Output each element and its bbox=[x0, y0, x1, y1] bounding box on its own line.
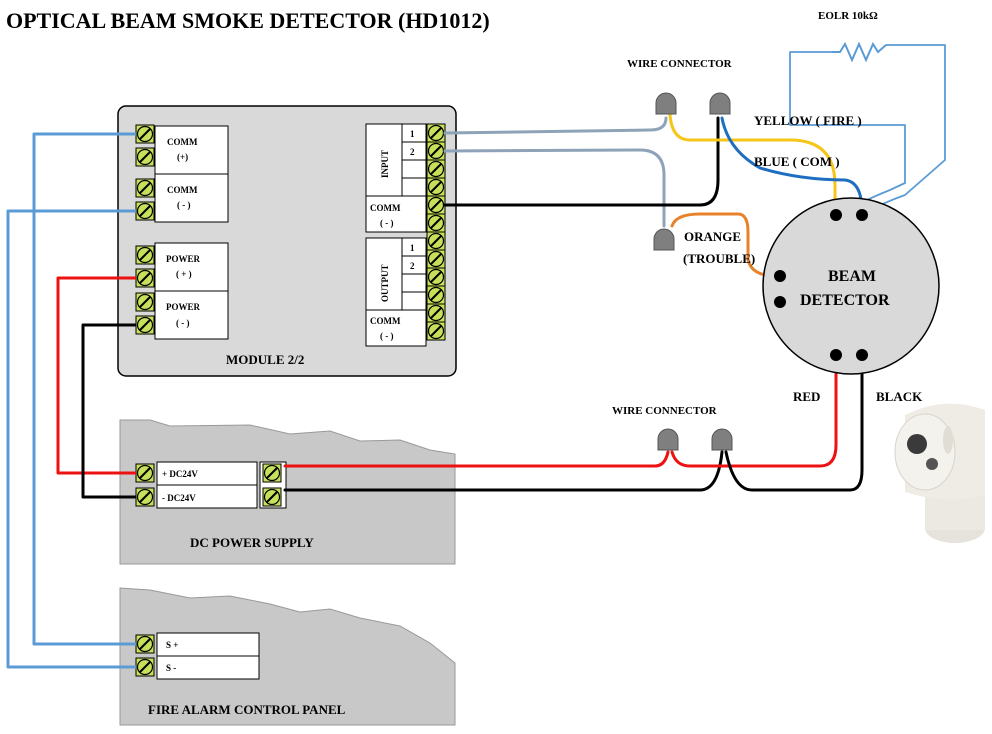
blue-wire bbox=[720, 116, 864, 214]
module-comm-minus-label: COMM bbox=[167, 185, 198, 195]
detector-red-wire bbox=[670, 353, 838, 468]
yellow-wire bbox=[668, 113, 837, 214]
module-title: MODULE 2/2 bbox=[226, 352, 304, 367]
input2-wire bbox=[443, 148, 666, 228]
psu-plus-label: + DC24V bbox=[162, 469, 198, 479]
module-output-comm-sign: ( - ) bbox=[380, 331, 394, 341]
orange-wire bbox=[670, 212, 778, 278]
control-panel-box bbox=[119, 587, 456, 726]
detector-black-wire bbox=[724, 353, 864, 492]
module-power-plus-sign: ( + ) bbox=[176, 269, 192, 279]
module-input-label: INPUT bbox=[380, 150, 390, 178]
wire-connector-top-right bbox=[709, 92, 731, 115]
psu-red-wire bbox=[283, 450, 670, 468]
wire-connector-top-left bbox=[655, 92, 677, 115]
module-comm-plus-label: COMM bbox=[167, 137, 198, 147]
black-wire-label: BLACK bbox=[876, 389, 923, 404]
panel-s-minus-label: S - bbox=[166, 663, 176, 673]
orange-wire-label: ORANGE bbox=[684, 229, 741, 244]
input1-wire bbox=[443, 116, 668, 135]
panel-s-plus-label: S + bbox=[166, 640, 178, 650]
diagram-title: OPTICAL BEAM SMOKE DETECTOR (HD1012) bbox=[6, 8, 490, 33]
comm-minus-wire bbox=[6, 209, 136, 669]
module-input-comm-label: COMM bbox=[370, 203, 401, 213]
orange-wire-sublabel: (TROUBLE) bbox=[683, 251, 755, 266]
module-input-pin-1: 1 bbox=[410, 129, 415, 139]
module-output-pin-1: 1 bbox=[410, 243, 415, 253]
panel-title: FIRE ALARM CONTROL PANEL bbox=[148, 702, 346, 717]
wire-connector-bottom-left bbox=[657, 428, 679, 451]
eolr-lead-right bbox=[867, 44, 946, 213]
wire-connector-bottom-label: WIRE CONNECTOR bbox=[612, 405, 718, 417]
module-power-minus-label: POWER bbox=[166, 302, 201, 312]
comm-plus-wire bbox=[32, 132, 136, 646]
detector-label-line2: DETECTOR bbox=[800, 292, 890, 309]
eolr-resistor bbox=[832, 41, 887, 63]
comm-input-wire bbox=[443, 116, 720, 207]
wire-connector-bottom-right bbox=[711, 428, 733, 451]
psu-black-wire bbox=[283, 450, 724, 492]
module-comm-plus-sign: (+) bbox=[177, 152, 188, 162]
red-wire-label: RED bbox=[793, 389, 820, 404]
module-output-pin-2: 2 bbox=[410, 261, 415, 271]
beam-detector bbox=[762, 197, 940, 375]
power-supply-box bbox=[119, 419, 456, 565]
module-power-minus-sign: ( - ) bbox=[176, 318, 190, 328]
eolr-lead-left bbox=[789, 51, 906, 213]
module-box bbox=[117, 105, 457, 377]
psu-minus-label: - DC24V bbox=[162, 493, 196, 503]
module-input-comm-sign: ( - ) bbox=[380, 218, 394, 228]
wire-connector-top-label: WIRE CONNECTOR bbox=[627, 58, 733, 70]
yellow-wire-label: YELLOW ( FIRE ) bbox=[754, 113, 862, 128]
eolr-label: EOLR 10kΩ bbox=[818, 10, 878, 22]
module-input-pin-2: 2 bbox=[410, 147, 415, 157]
detector-label-line1: BEAM bbox=[828, 268, 876, 285]
psu-title: DC POWER SUPPLY bbox=[190, 535, 314, 550]
power-plus-wire bbox=[56, 276, 136, 475]
module-power-plus-label: POWER bbox=[166, 254, 201, 264]
wire-connector-orange bbox=[653, 228, 675, 251]
module-comm-minus-sign: ( - ) bbox=[177, 200, 191, 210]
beam-detector-product-image bbox=[894, 403, 985, 543]
module-output-comm-label: COMM bbox=[370, 316, 401, 326]
power-minus-wire bbox=[81, 323, 136, 499]
blue-wire-label: BLUE ( COM ) bbox=[754, 154, 840, 169]
module-output-label: OUTPUT bbox=[380, 264, 390, 302]
